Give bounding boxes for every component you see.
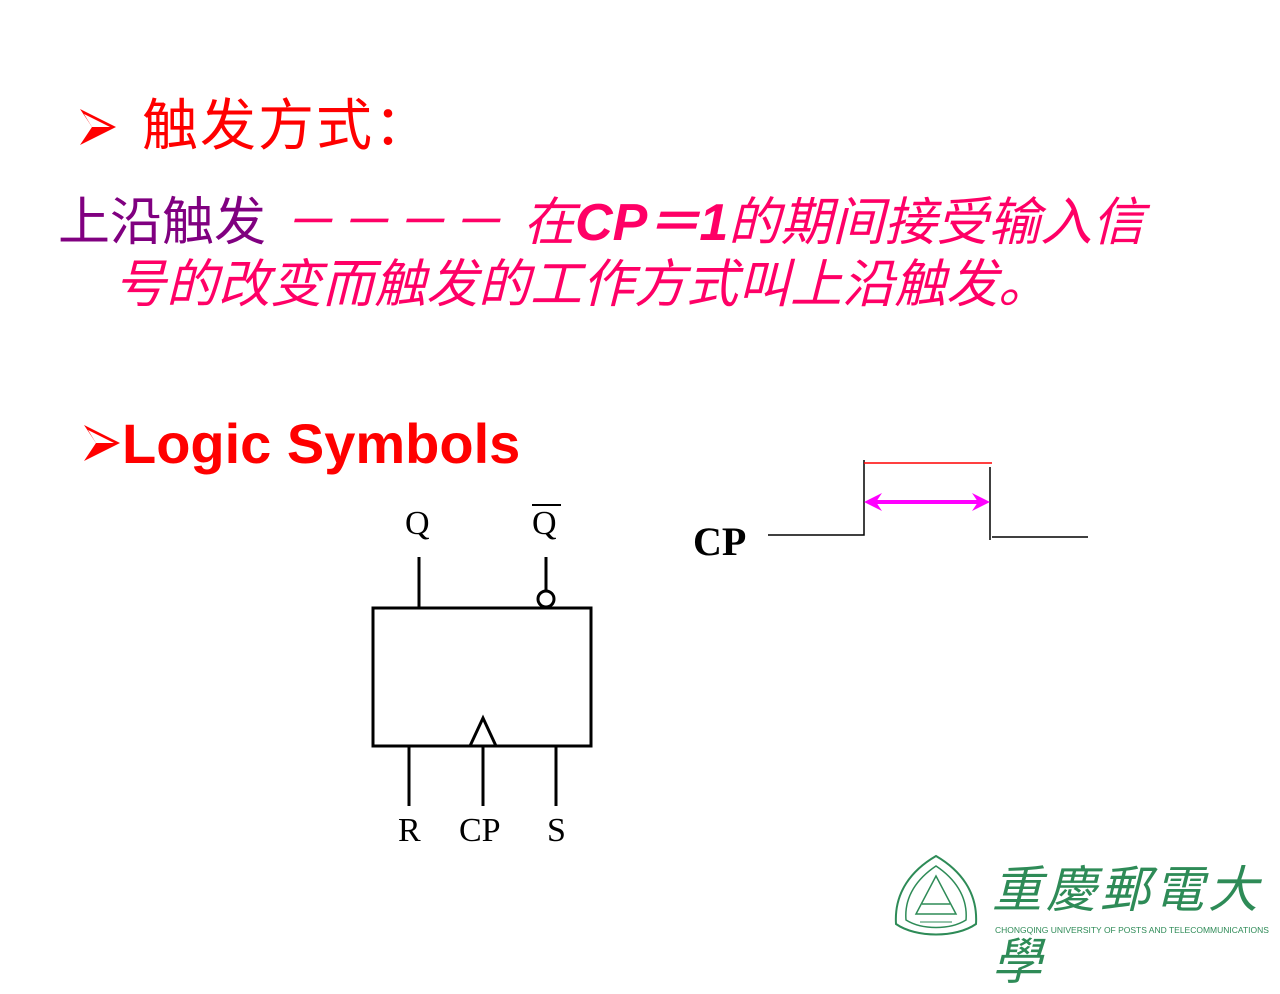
separator-dashes: －－－－	[282, 193, 507, 253]
definition-line2: 号的改变而触发的工作方式叫上沿触发。	[114, 255, 1051, 315]
flipflop-symbol	[371, 504, 593, 806]
definition-paragraph: 上沿触发 －－－－ 在CP＝1的期间接受输入信 号的改变而触发的工作方式叫上沿触…	[58, 192, 1258, 316]
output-q-label: Q	[405, 505, 430, 542]
pulse-width-arrow-icon	[864, 493, 990, 511]
input-r-label: R	[398, 812, 421, 849]
university-name-en: CHONGQING UNIVERSITY OF POSTS AND TELECO…	[995, 925, 1269, 935]
term-rising-edge: 上沿触发	[58, 193, 267, 253]
output-qbar-label: Q	[532, 505, 557, 542]
input-cp-label: CP	[459, 812, 501, 849]
cp-waveform	[768, 460, 1088, 540]
arrow-bullet-icon	[80, 109, 116, 145]
heading-logic-symbols: Logic Symbols	[82, 408, 520, 478]
university-emblem-icon	[894, 854, 978, 936]
university-name-cn: 重慶郵電大學	[992, 861, 1262, 991]
definition-prefix: 在	[523, 193, 576, 253]
heading-trigger-mode: 触发方式：	[78, 92, 432, 162]
heading-trigger-mode-text: 触发方式：	[142, 94, 432, 159]
heading-logic-symbols-text: Logic Symbols	[122, 411, 521, 475]
definition-cp: CP＝1	[575, 194, 729, 252]
timing-cp-label: CP	[693, 519, 747, 564]
input-s-label: S	[547, 812, 566, 849]
definition-suffix: 的期间接受输入信	[728, 193, 1145, 253]
arrow-bullet-icon	[84, 425, 120, 461]
